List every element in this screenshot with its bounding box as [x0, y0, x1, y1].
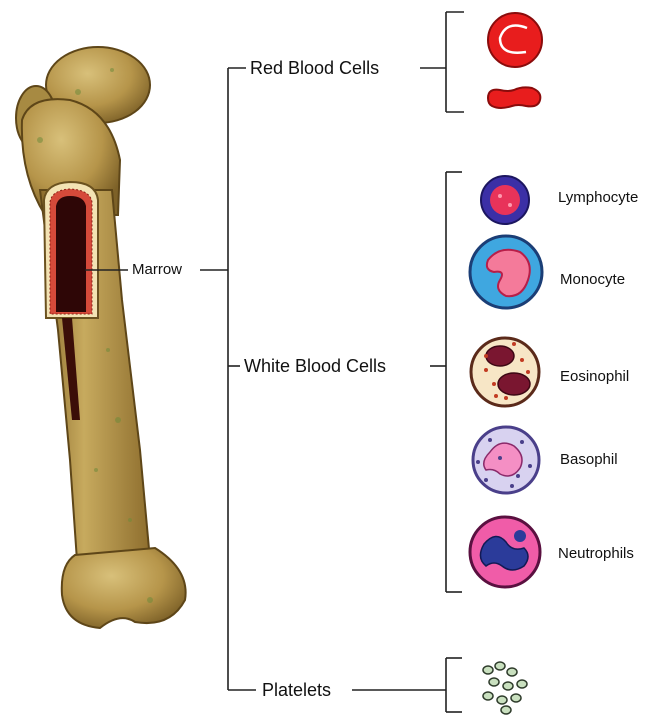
neutrophils-label: Neutrophils [558, 546, 634, 561]
red-blood-cell-icons [488, 13, 542, 108]
femur-condyles [62, 548, 186, 628]
rbc-face-icon [488, 13, 542, 67]
platelets-icon [483, 662, 527, 714]
basophil-icon [473, 427, 539, 493]
femur-bone [16, 47, 186, 628]
eosinophil-icon [471, 338, 539, 406]
white-blood-cells-label: White Blood Cells [244, 357, 386, 375]
monocyte-icon [470, 236, 542, 308]
lymphocyte-label: Lymphocyte [558, 190, 638, 205]
monocyte-label: Monocyte [560, 272, 625, 287]
platelets-label: Platelets [262, 681, 331, 699]
eosinophil-label: Eosinophil [560, 369, 629, 384]
rbc-side-icon [488, 87, 540, 108]
marrow-cavity [56, 196, 86, 312]
neutrophil-icon [470, 517, 540, 587]
red-blood-cells-label: Red Blood Cells [250, 59, 379, 77]
marrow-label: Marrow [132, 262, 182, 277]
basophil-label: Basophil [560, 452, 618, 467]
lymphocyte-icon [481, 176, 529, 224]
